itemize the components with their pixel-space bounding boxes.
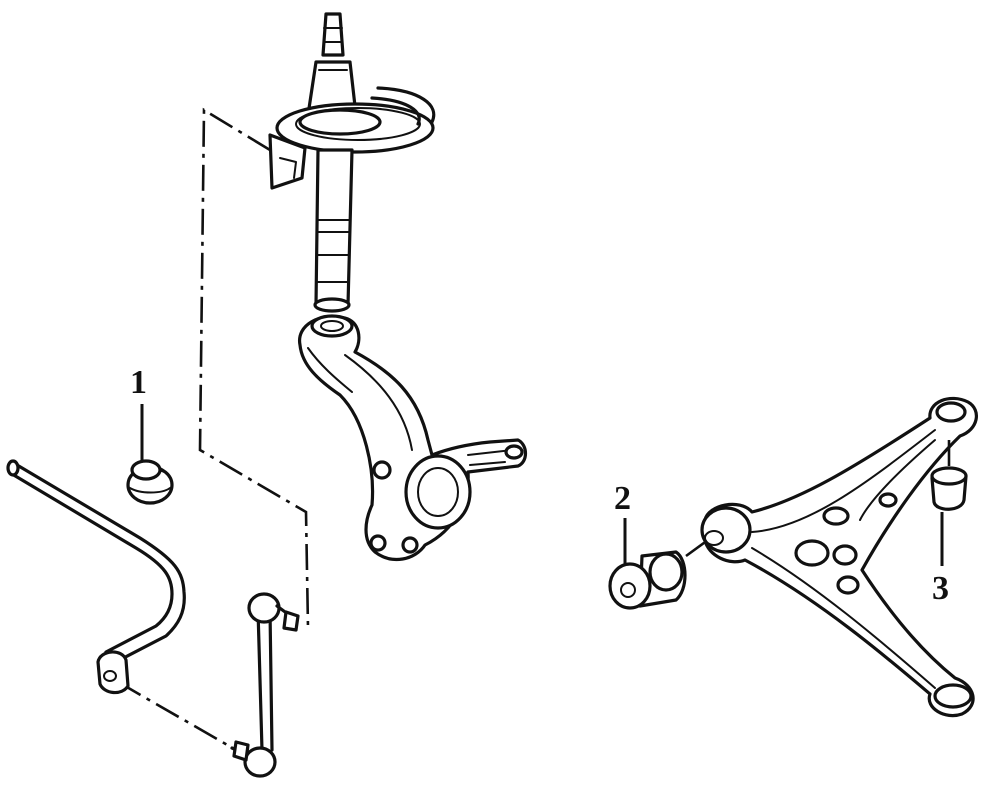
stabilizer-bar	[6, 459, 186, 695]
steering-knuckle	[298, 314, 528, 562]
stabilizer-link	[230, 592, 300, 778]
lower-control-arm	[685, 396, 978, 718]
assembly-dashed-lines	[117, 107, 310, 756]
strut-assembly	[268, 12, 436, 313]
front-bushing	[608, 550, 687, 610]
callout-2: 2	[614, 480, 631, 517]
rear-bushing	[930, 440, 968, 511]
callout-3: 3	[932, 570, 949, 607]
callout-1: 1	[130, 364, 147, 401]
stabilizer-bushing	[126, 459, 174, 505]
